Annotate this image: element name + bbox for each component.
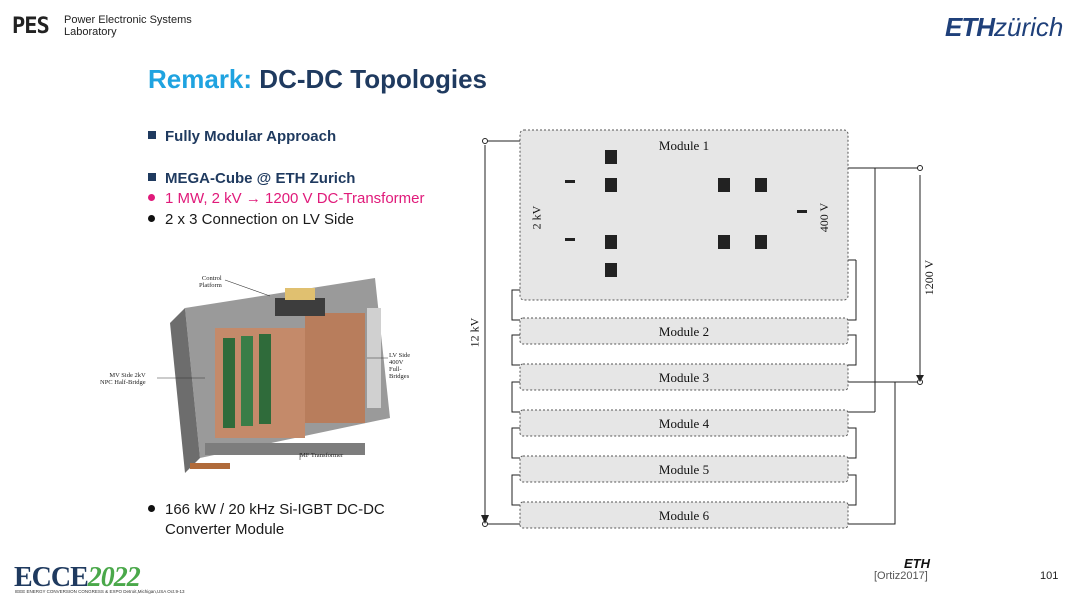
title-main: DC-DC Topologies (259, 64, 488, 94)
voltage-1200v-label: 1200 V (922, 259, 937, 296)
lab-name-line2: Laboratory (64, 26, 117, 38)
bullet-module-spec: 166 kW / 20 kHz Si-IGBT DC-DC Converter … (148, 500, 385, 540)
slide-title: Remark: DC-DC Topologies (148, 64, 487, 95)
eth-footer-logo: ETH (904, 556, 930, 571)
module-1-label: Module 1 (658, 138, 710, 153)
diagram-wiring (481, 129, 924, 529)
bullet-connection: 2 x 3 Connection on LV Side (148, 211, 354, 228)
module-4-label: Module 4 (658, 416, 710, 431)
bullet-text: 1 MW, 2 kV → 1200 V DC-Transformer (165, 190, 425, 207)
bullet-text-line2: Converter Module (165, 521, 285, 538)
title-accent: Remark: (148, 64, 253, 94)
dot-bullet-icon (148, 215, 155, 222)
eth-logo-bold: ETH (945, 12, 995, 42)
ecce-logo: ECCE2022 (14, 562, 141, 594)
ecce-logo-text: ECCE (14, 562, 89, 593)
voltage-400v-label: 400 V (817, 202, 832, 233)
module-2-label: Module 2 (658, 324, 710, 339)
pes-logo: PES (12, 14, 50, 39)
square-bullet-icon (148, 131, 156, 139)
citation: [Ortiz2017] (874, 570, 928, 582)
lab-name-line1: Power Electronic Systems (64, 14, 192, 26)
bullet-rating: 1 MW, 2 kV → 1200 V DC-Transformer (148, 190, 425, 207)
dot-bullet-icon (148, 505, 155, 512)
module-boxes (519, 129, 849, 529)
page-number: 101 (1040, 570, 1059, 582)
bullet-text: Fully Modular Approach (165, 128, 337, 145)
lab-name: Power Electronic Systems Laboratory (64, 14, 192, 38)
dot-bullet-icon (148, 194, 155, 201)
converter-photo-drawing (157, 278, 390, 473)
voltage-12kv-label: 12 kV (467, 317, 482, 348)
ecce-logo-year: 2022 (87, 562, 141, 593)
bullet-text: MEGA-Cube @ ETH Zurich (165, 170, 356, 187)
bullet-modular: Fully Modular Approach (148, 128, 336, 145)
module-5-label: Module 5 (658, 462, 710, 477)
bullet-text-line1: 166 kW / 20 kHz Si-IGBT DC-DC (165, 501, 385, 518)
module-6-label: Module 6 (658, 508, 710, 523)
square-bullet-icon (148, 173, 156, 181)
label-mf-transformer: MF Transformer (300, 452, 344, 459)
module-3-label: Module 3 (658, 370, 710, 385)
eth-zurich-logo: ETHzürich (945, 12, 1063, 43)
bullet-megacube: MEGA-Cube @ ETH Zurich (148, 170, 355, 187)
dc-dc-topology-diagram: Module 1 Module 2 Module 3 Module 4 Modu… (460, 120, 960, 540)
ecce-subtitle: IEEE ENERGY CONVERSION CONGRESS & EXPO D… (15, 589, 185, 594)
bullet-text: 2 x 3 Connection on LV Side (165, 211, 355, 228)
voltage-2kv-label: 2 kV (529, 205, 544, 230)
eth-logo-rest: zürich (994, 12, 1064, 42)
